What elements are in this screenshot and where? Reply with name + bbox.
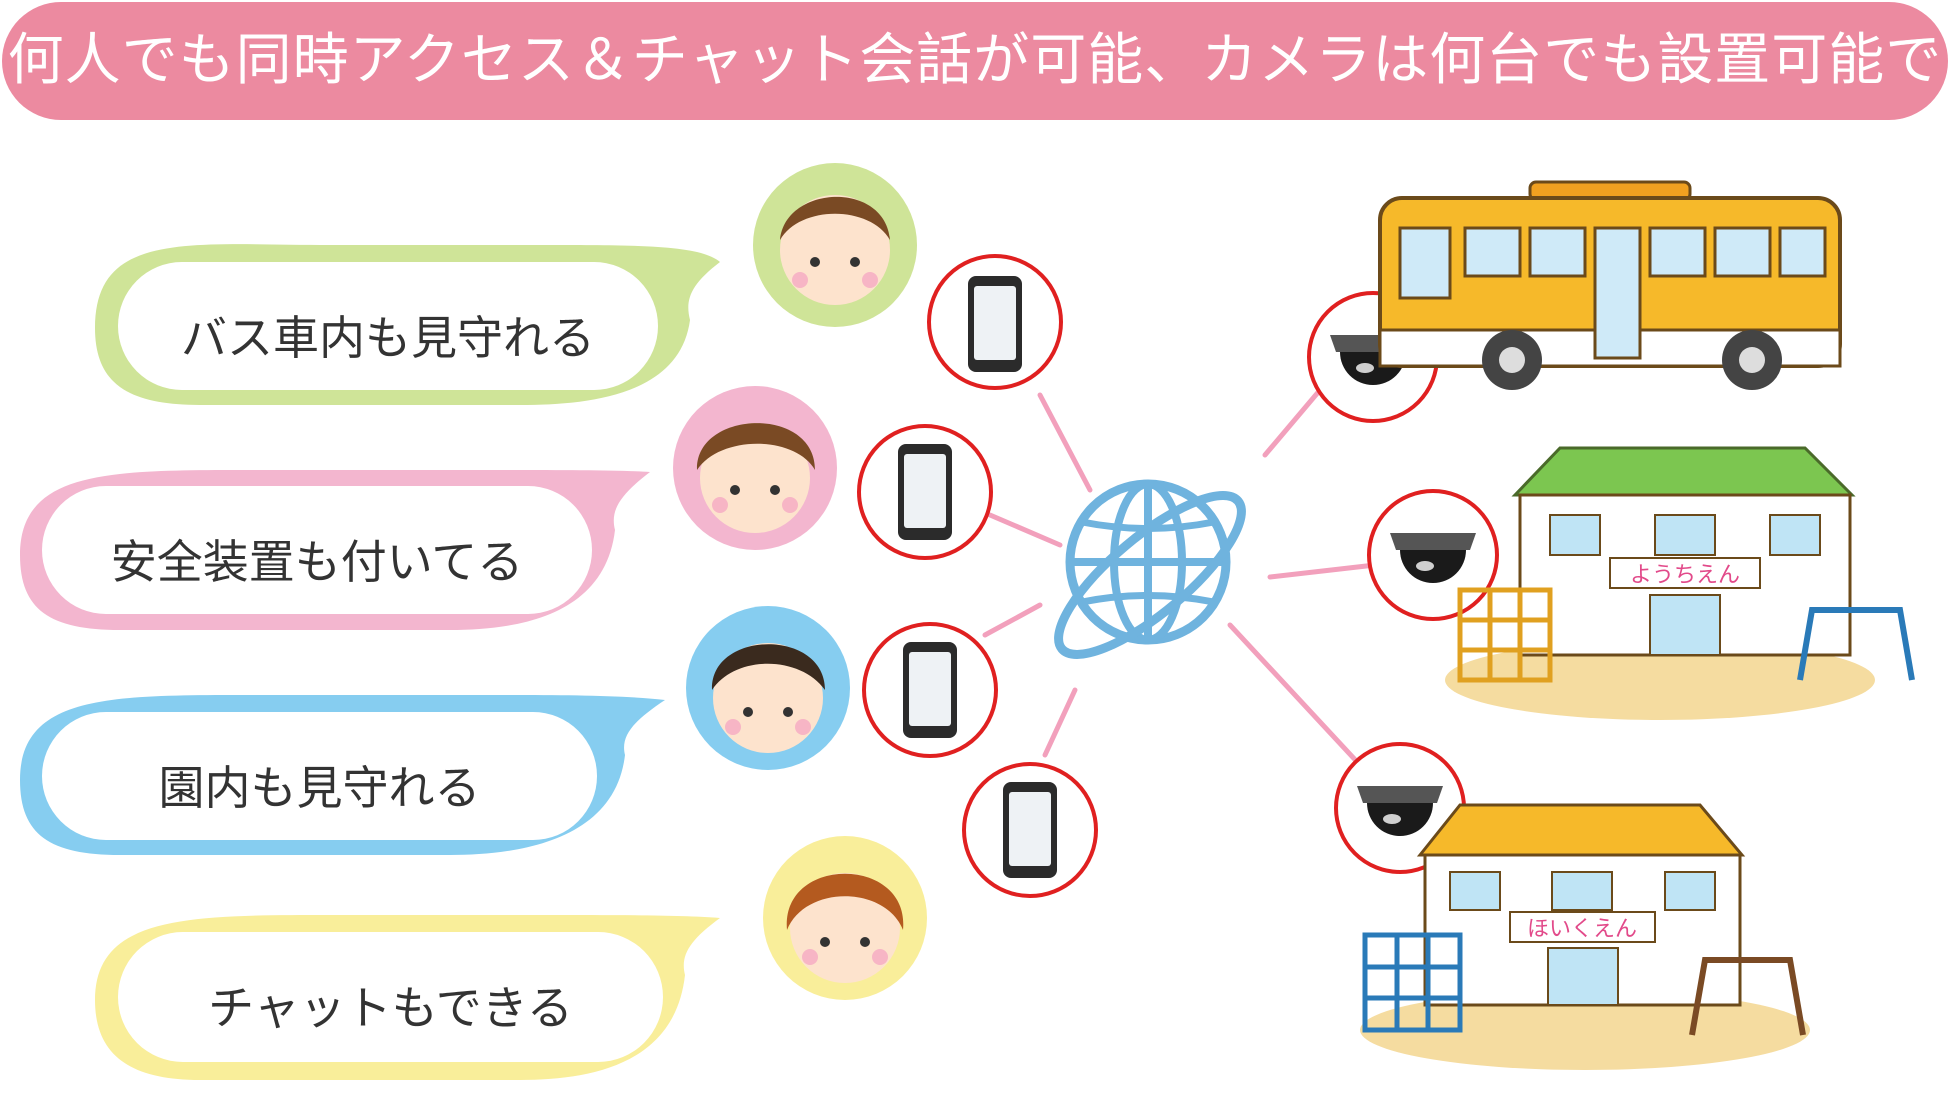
smartphone-icon-1 [927, 254, 1063, 390]
smartphone-icon-3 [862, 622, 998, 758]
speech-text-1: バス車内も見守れる [181, 311, 595, 365]
speech-text-2: 安全装置も付いてる [110, 535, 524, 589]
link-phone-1 [1037, 392, 1093, 493]
kindergarten-illustration: ようちえん [1445, 446, 1915, 720]
avatar-3 [686, 606, 850, 770]
link-camera-kindergarten [1267, 562, 1378, 580]
header-banner: 何人でも同時アクセス＆チャット会話が可能、カメラは何台でも設置可能です [2, 2, 1948, 211]
link-camera-nursery [1227, 622, 1363, 768]
link-phone-2 [987, 512, 1063, 548]
smartphone-icon-2 [857, 424, 993, 560]
camera-icon-kindergarten [1367, 489, 1499, 621]
nursery-sign: ほいくえん [1527, 917, 1637, 942]
speech-text-3: 園内も見守れる [158, 761, 481, 815]
link-phone-3 [982, 602, 1043, 638]
avatar-4 [763, 836, 927, 1000]
speech-bubble-4 [95, 915, 720, 1080]
connection-lines [982, 387, 1378, 768]
school-bus-illustration [1378, 180, 1842, 390]
nursery-school-illustration: ほいくえん [1360, 803, 1810, 1070]
smartphone-icon-4 [962, 762, 1098, 898]
speech-bubble-3 [20, 695, 665, 855]
link-camera-bus [1262, 387, 1323, 458]
speech-bubble-2 [20, 470, 650, 630]
link-phone-4 [1042, 687, 1078, 758]
globe-icon [1054, 479, 1246, 659]
speech-text-4: チャットもできる [208, 981, 573, 1035]
avatar-1 [753, 163, 917, 327]
avatar-2 [673, 386, 837, 550]
kindergarten-sign: ようちえん [1630, 563, 1740, 588]
speech-bubble-1 [95, 244, 720, 405]
